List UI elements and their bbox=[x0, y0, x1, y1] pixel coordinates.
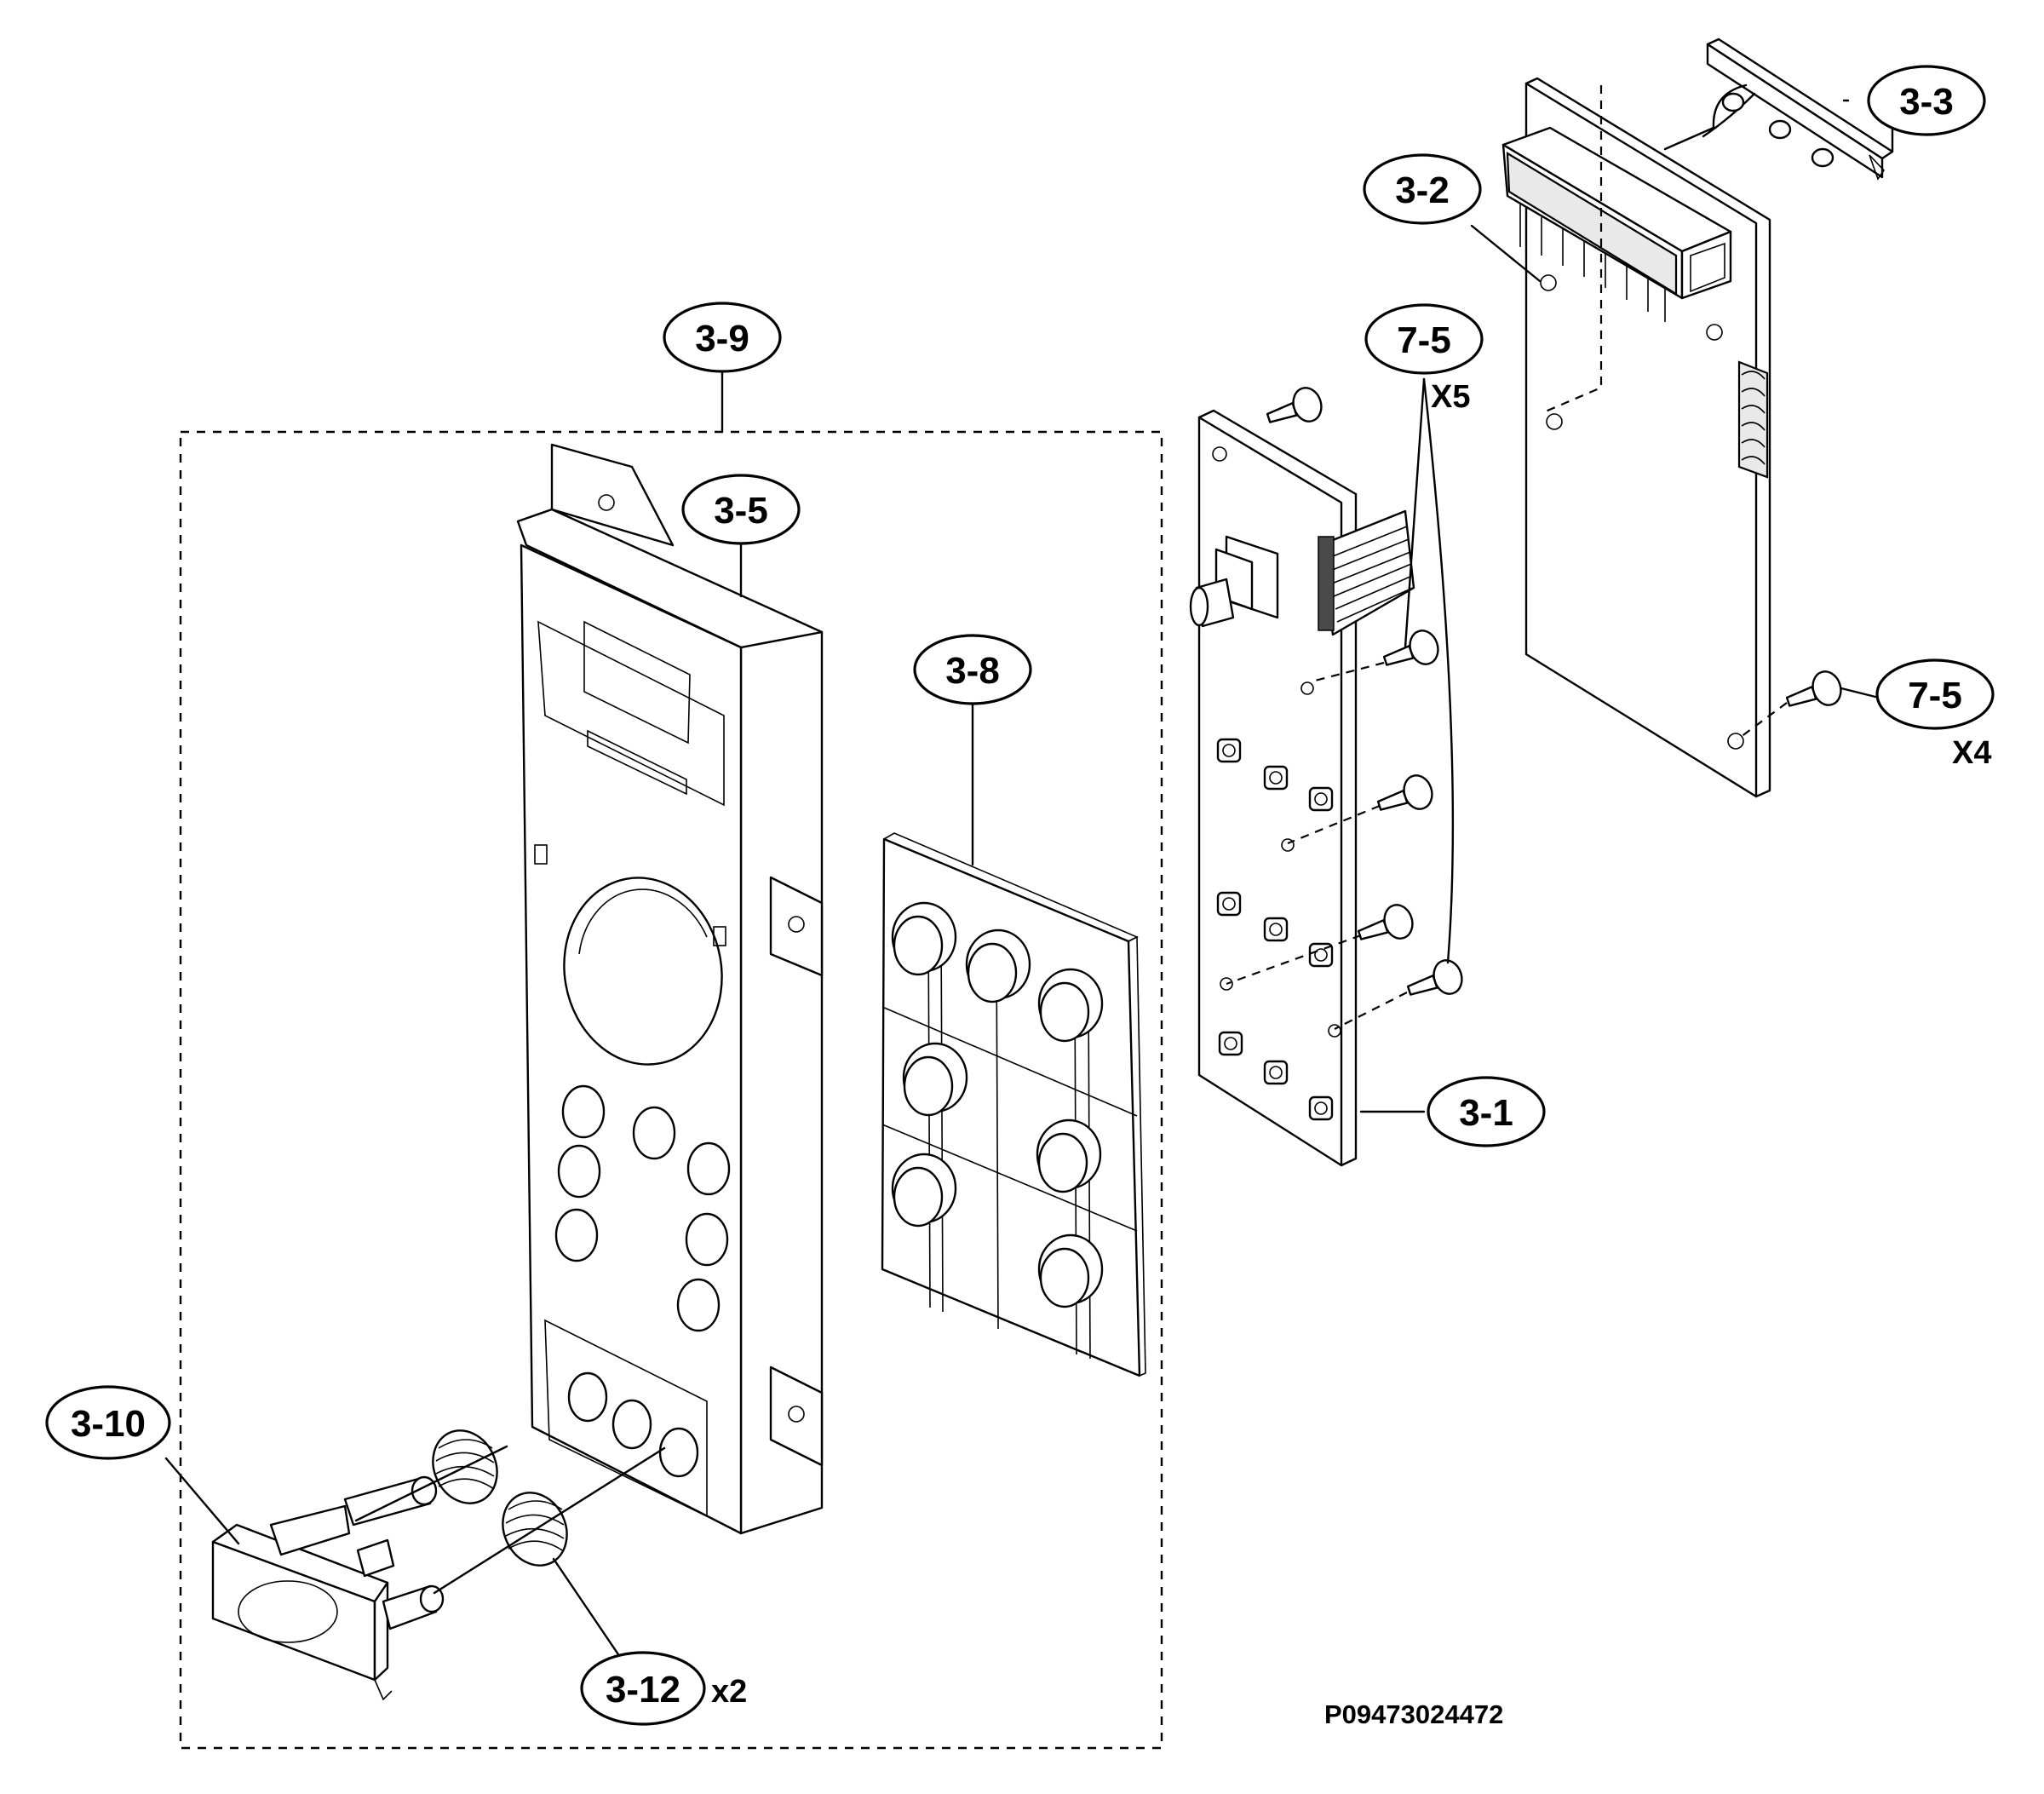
callout-3-10: 3-10 bbox=[45, 1385, 171, 1460]
callout-3-2: 3-2 bbox=[1363, 153, 1482, 225]
callout-3-1: 3-1 bbox=[1427, 1076, 1546, 1147]
svg-text:3-12: 3-12 bbox=[606, 1669, 680, 1711]
display-pcb bbox=[1501, 77, 1771, 798]
quantity-x4: X4 bbox=[1952, 735, 1991, 771]
door-release-lever bbox=[211, 1475, 445, 1701]
callout-3-3: 3-3 bbox=[1867, 65, 1986, 136]
svg-text:7-5: 7-5 bbox=[1397, 319, 1451, 361]
svg-text:3-5: 3-5 bbox=[714, 490, 768, 532]
callout-7-5-upper: 7-5 bbox=[1364, 303, 1484, 375]
svg-text:3-2: 3-2 bbox=[1395, 170, 1450, 211]
drawing-code: P09473024472 bbox=[1324, 1699, 1503, 1729]
callout-3-9: 3-9 bbox=[663, 302, 782, 373]
callout-3-5: 3-5 bbox=[681, 474, 801, 545]
screw-alignment-lines bbox=[1226, 661, 1788, 1030]
svg-text:3-3: 3-3 bbox=[1899, 81, 1954, 123]
screws-7-5 bbox=[1266, 387, 1842, 996]
svg-text:3-10: 3-10 bbox=[71, 1403, 146, 1445]
key-pad bbox=[881, 832, 1146, 1377]
callout-3-8: 3-8 bbox=[913, 634, 1032, 705]
svg-text:3-9: 3-9 bbox=[695, 318, 749, 359]
svg-text:3-8: 3-8 bbox=[945, 650, 1000, 692]
callout-3-12: 3-12 bbox=[580, 1651, 706, 1726]
control-pcb bbox=[1189, 409, 1415, 1167]
svg-text:7-5: 7-5 bbox=[1908, 675, 1962, 716]
led-bracket bbox=[1663, 37, 1894, 181]
quantity-x5: X5 bbox=[1431, 379, 1470, 415]
callout-7-5-lower: 7-5 bbox=[1875, 658, 1995, 730]
control-panel-housing bbox=[516, 443, 824, 1535]
svg-text:3-1: 3-1 bbox=[1459, 1092, 1513, 1134]
quantity-x2: x2 bbox=[711, 1674, 747, 1710]
assembly-boundary bbox=[179, 430, 1163, 1750]
